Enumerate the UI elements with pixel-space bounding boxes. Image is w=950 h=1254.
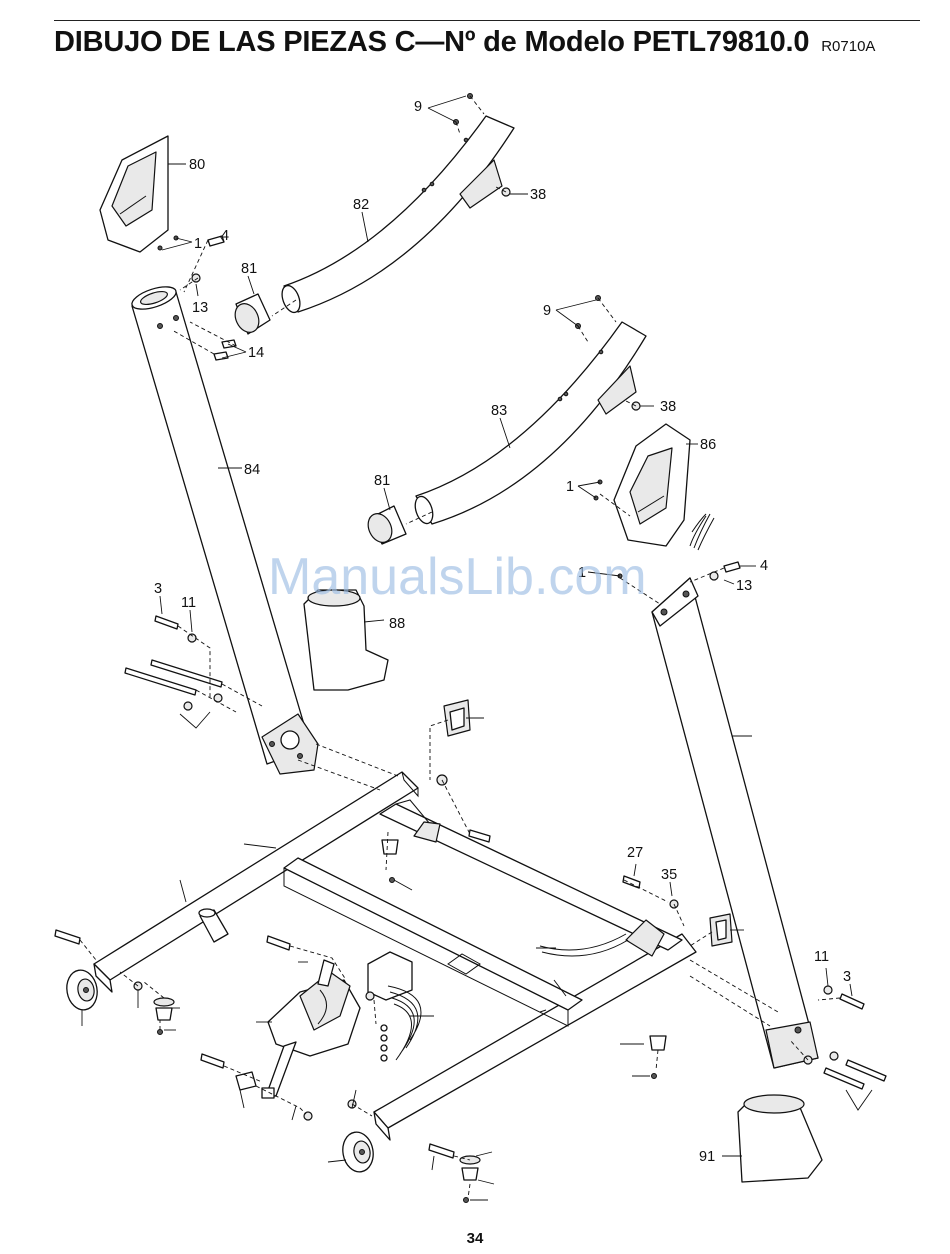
label-14: 14 <box>248 345 264 361</box>
right-upright <box>652 578 818 1068</box>
end-cap-81-upper <box>231 294 270 336</box>
label-4-upper: 4 <box>221 228 229 244</box>
label-3-left: 3 <box>154 581 162 597</box>
label-27: 27 <box>627 845 643 861</box>
label-80: 80 <box>189 157 205 173</box>
label-9-lower: 9 <box>543 303 551 319</box>
leader-lines <box>82 96 872 1200</box>
label-83: 83 <box>491 403 507 419</box>
label-81-upper: 81 <box>241 261 257 277</box>
label-35: 35 <box>661 867 677 883</box>
hardware <box>55 94 886 1203</box>
label-1-middle: 1 <box>566 479 574 495</box>
front-wheel-right <box>340 1130 376 1175</box>
label-81-lower: 81 <box>374 473 390 489</box>
front-wheel-left <box>64 968 100 1013</box>
label-9-upper: 9 <box>414 99 422 115</box>
base-frame <box>94 772 778 1140</box>
label-88: 88 <box>389 616 405 632</box>
label-11-right: 11 <box>814 949 829 965</box>
page-number: 34 <box>0 1230 950 1247</box>
base-cover-91 <box>738 1095 822 1182</box>
label-3-right: 3 <box>843 969 851 985</box>
lower-handlebar-83 <box>412 322 646 526</box>
watermark: ManualsLib.com <box>268 548 647 606</box>
label-11-left: 11 <box>181 595 196 611</box>
incline-motor <box>262 960 360 1098</box>
label-82: 82 <box>353 197 369 213</box>
label-91: 91 <box>699 1149 715 1165</box>
end-cap-81-lower <box>364 506 406 546</box>
left-handle-cover-80 <box>100 136 168 252</box>
right-handle-cover-86 <box>614 424 706 546</box>
label-13-upper: 13 <box>192 300 208 316</box>
upper-handlebar-82 <box>279 116 514 315</box>
label-38-upper: 38 <box>530 187 546 203</box>
label-4-lower: 4 <box>760 558 768 574</box>
label-38-lower: 38 <box>660 399 676 415</box>
label-86: 86 <box>700 437 716 453</box>
label-13-lower: 13 <box>736 578 752 594</box>
assembly-lines <box>80 96 840 1198</box>
label-1-upper: 1 <box>194 236 202 252</box>
label-84: 84 <box>244 462 260 478</box>
